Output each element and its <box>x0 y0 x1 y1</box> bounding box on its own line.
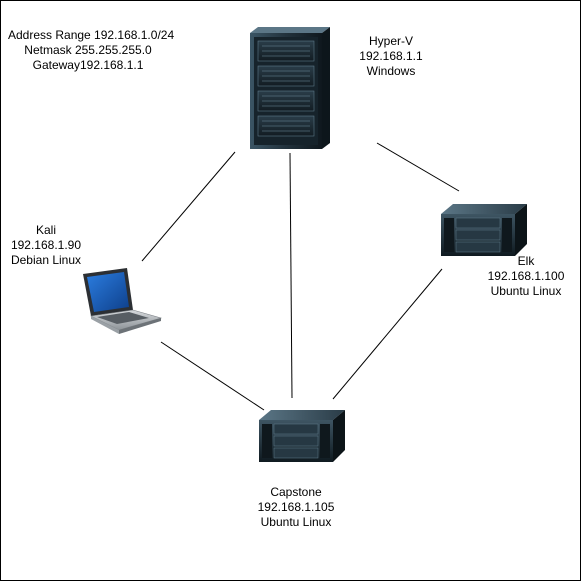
kali-name: Kali <box>35 223 56 237</box>
link-elk-capstone <box>332 268 443 400</box>
link-hyperv-elk <box>376 142 460 192</box>
elk-label: Elk 192.168.1.100 Ubuntu Linux <box>481 254 571 299</box>
elk-os: Ubuntu Linux <box>490 284 562 298</box>
capstone-ip: 192.168.1.105 <box>257 500 335 514</box>
elk-name: Elk <box>517 254 535 268</box>
elk-ip: 192.168.1.100 <box>487 269 565 283</box>
connection-lines <box>141 142 460 411</box>
gateway-text: Gateway192.168.1.1 <box>32 58 144 72</box>
kali-ip: 192.168.1.90 <box>10 238 82 252</box>
kali-label: Kali 192.168.1.90 Debian Linux <box>1 223 91 268</box>
network-info-label: Address Range 192.168.1.0/24 Netmask 255… <box>8 28 175 73</box>
rack-server-icon[interactable] <box>441 204 527 256</box>
rack-server-icon[interactable] <box>259 410 345 462</box>
capstone-label: Capstone 192.168.1.105 Ubuntu Linux <box>251 485 341 530</box>
laptop-icon[interactable] <box>83 268 163 334</box>
hyperv-name: Hyper-V <box>368 34 413 48</box>
address-range-text: Address Range 192.168.1.0/24 <box>8 28 175 42</box>
kali-os: Debian Linux <box>10 253 82 267</box>
hyperv-label: Hyper-V 192.168.1.1 Windows <box>346 34 436 79</box>
hyperv-ip: 192.168.1.1 <box>359 49 423 63</box>
hyperv-os: Windows <box>366 64 416 78</box>
tower-server-icon[interactable] <box>250 27 330 149</box>
link-hyperv-capstone <box>289 152 293 399</box>
capstone-os: Ubuntu Linux <box>260 515 332 529</box>
link-hyperv-kali <box>141 151 236 262</box>
netmask-text: Netmask 255.255.255.0 <box>24 43 152 57</box>
link-kali-capstone <box>160 341 265 411</box>
capstone-name: Capstone <box>270 485 322 499</box>
